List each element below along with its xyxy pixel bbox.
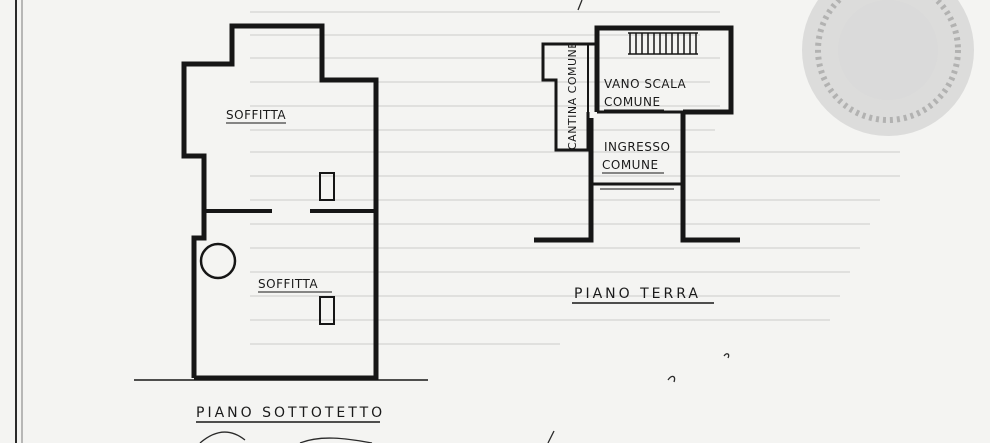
room-label-ingresso-line1: INGRESSO <box>604 140 670 154</box>
plan-title-terra: PIANO TERRA <box>574 286 701 302</box>
plan-sottotetto: SOFFITTA SOFFITTA PIANO SOTTOTETTO <box>134 23 428 423</box>
plan-terra: CANTINA COMUNE VANO SCALA COMUNE INGRESS… <box>534 25 740 304</box>
plan-title-sottotetto: PIANO SOTTOTETTO <box>196 405 385 421</box>
room-label-ingresso-line2: COMUNE <box>602 158 659 172</box>
vano-scala-wall <box>594 25 734 115</box>
skylight-lower <box>319 296 335 325</box>
room-label-soffitta-lower: SOFFITTA <box>258 277 318 291</box>
stair-treads <box>628 32 698 55</box>
stamp-seal <box>802 0 974 136</box>
room-label-soffitta-upper: SOFFITTA <box>226 108 286 122</box>
background-text-lines <box>250 11 900 345</box>
skylight-upper <box>319 172 335 201</box>
cantina-wall <box>541 42 597 152</box>
handwritten-marks <box>199 0 730 443</box>
room-label-vano-scala-line1: VANO SCALA <box>604 77 687 91</box>
chimney-circle <box>199 242 237 280</box>
ingresso-wall-right <box>680 112 740 243</box>
room-label-cantina: CANTINA COMUNE <box>566 41 579 150</box>
room-label-vano-scala-line2: COMUNE <box>604 95 661 109</box>
ingresso-wall-left <box>534 118 594 243</box>
sottotetto-outer-wall <box>181 23 379 381</box>
